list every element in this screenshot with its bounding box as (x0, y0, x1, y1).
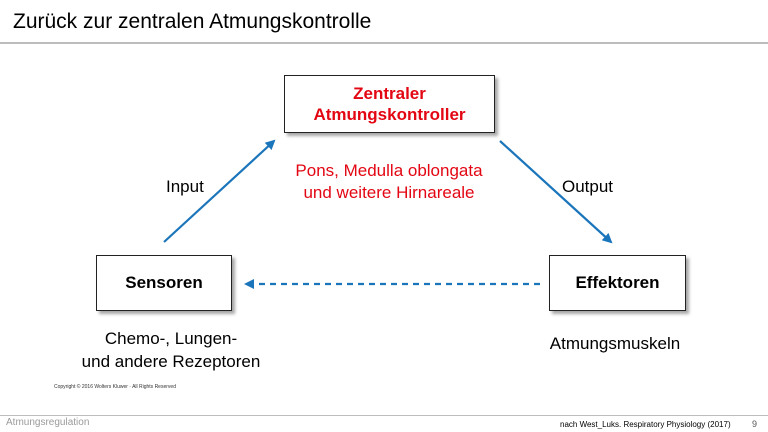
input-arrow (163, 139, 276, 243)
brain-areas-line1: Pons, Medulla oblongata (295, 161, 483, 180)
central-controller-line2: Atmungskontroller (313, 105, 466, 124)
footer-source: nach West_Luks. Respiratory Physiology (… (560, 420, 731, 429)
output-label: Output (562, 177, 614, 196)
slide-title: Zurück zur zentralen Atmungskontrolle (13, 10, 372, 33)
input-label: Input (166, 177, 204, 196)
central-controller-line1: Zentraler (353, 84, 426, 103)
title-divider (0, 42, 768, 44)
sensor-description-line1: Chemo-, Lungen- (104, 329, 238, 348)
effector-box: Effektoren (549, 255, 686, 311)
sensor-description-line2: und andere Rezeptoren (81, 352, 261, 371)
brain-areas-line2: und weitere Hirnareale (303, 183, 475, 202)
sensor-description: Chemo-, Lungen- und andere Rezeptoren (66, 327, 276, 373)
page-number: 9 (752, 419, 758, 429)
sensor-box: Sensoren (96, 255, 232, 311)
copyright-notice: Copyright © 2016 Wolters Kluwer · All Ri… (54, 384, 176, 390)
output-arrow (499, 140, 613, 244)
central-controller-box: Zentraler Atmungskontroller (284, 75, 495, 133)
effector-description: Atmungsmuskeln (549, 334, 681, 353)
footer-divider (0, 415, 768, 416)
footer-topic: Atmungsregulation (6, 417, 90, 428)
brain-areas-text: Pons, Medulla oblongata und weitere Hirn… (266, 160, 512, 204)
